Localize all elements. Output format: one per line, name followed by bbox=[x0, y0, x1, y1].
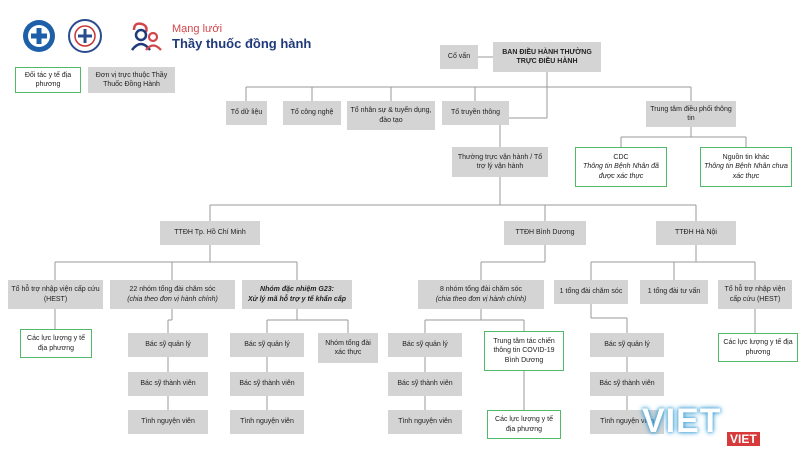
hn-center-node: TTĐH Hà Nội bbox=[656, 221, 736, 245]
hcm-hest-node: Tổ hỗ trợ nhập viện cấp cứu (HEST) bbox=[8, 280, 103, 309]
data-team-node: Tổ dữ liệu bbox=[226, 101, 267, 125]
bd-volunteer-node: Tình nguyện viên bbox=[388, 410, 462, 434]
cdc-node: CDC Thông tin Bệnh Nhân đã được xác thực bbox=[575, 147, 667, 187]
hcm-manager-node: Bác sỹ quản lý bbox=[128, 333, 208, 357]
health-ministry-logo-icon bbox=[23, 20, 55, 52]
watermark-logo: VIET bbox=[642, 402, 722, 440]
hn-manager-node: Bác sỹ quản lý bbox=[590, 333, 664, 357]
bd-center-node: TTĐH Bình Dương bbox=[504, 221, 586, 245]
legend-partner: Đối tác y tế địa phương bbox=[15, 67, 81, 93]
info-center-node: Trung tâm điều phối thông tin bbox=[646, 101, 736, 127]
hcm-local-forces-node: Các lực lượng y tế địa phương bbox=[20, 329, 92, 358]
bd-8-groups-node: 8 nhóm tổng đài chăm sóc (chia theo đơn … bbox=[418, 280, 544, 309]
g23-manager-node: Bác sỹ quản lý bbox=[230, 333, 304, 357]
g23-member-node: Bác sỹ thành viên bbox=[230, 372, 304, 396]
hr-team-node: Tổ nhân sự & tuyển dụng, đào tạo bbox=[347, 101, 435, 130]
tech-team-node: Tổ công nghệ bbox=[283, 101, 341, 125]
hn-member-node: Bác sỹ thành viên bbox=[590, 372, 664, 396]
hcm-22-groups-node: 22 nhóm tổng đài chăm sóc (chia theo đơn… bbox=[110, 280, 235, 309]
ops-node: Thường trực vận hành / Tổ trợ lý vận hàn… bbox=[452, 147, 548, 177]
g23-verify-node: Nhóm tổng đài xác thực bbox=[318, 333, 378, 363]
other-source-node: Nguồn tin khác Thông tin Bệnh Nhân chưa … bbox=[700, 147, 792, 187]
g23-node: Nhóm đặc nhiệm G23: Xử lý mã hỗ trợ y tế… bbox=[242, 280, 352, 309]
hn-care-node: 1 tổng đài chăm sóc bbox=[554, 280, 628, 304]
bd-manager-node: Bác sỹ quản lý bbox=[388, 333, 462, 357]
brand-subtitle: Mạng lưới bbox=[172, 23, 223, 35]
g23-volunteer-node: Tình nguyện viên bbox=[230, 410, 304, 434]
legend-unit: Đơn vị trực thuộc Thầy Thuốc Đồng Hành bbox=[88, 67, 175, 93]
hn-local-forces-node: Các lực lượng y tế địa phương bbox=[718, 333, 798, 362]
medical-association-logo-icon bbox=[68, 19, 102, 53]
board-node: BAN ĐIỀU HÀNH THƯỜNG TRỰC ĐIỀU HÀNH bbox=[493, 42, 601, 72]
bd-member-node: Bác sỹ thành viên bbox=[388, 372, 462, 396]
hcm-center-node: TTĐH Tp. Hồ Chí Minh bbox=[160, 221, 260, 245]
advisor-node: Cố vấn bbox=[440, 45, 478, 69]
hn-volunteer-node: Tình nguyện viên bbox=[590, 410, 664, 434]
hcm-member-node: Bác sỹ thành viên bbox=[128, 372, 208, 396]
hn-hest-node: Tổ hỗ trợ nhập viện cấp cứu (HEST) bbox=[718, 280, 792, 309]
hcm-volunteer-node: Tình nguyện viên bbox=[128, 410, 208, 434]
watermark-badge: VIET bbox=[727, 432, 760, 446]
brand-title: Thầy thuốc đồng hành bbox=[172, 36, 312, 51]
doctor-companion-logo-icon bbox=[131, 22, 162, 51]
comm-team-node: Tổ truyền thông bbox=[442, 101, 509, 125]
hn-consult-node: 1 tổng đài tư vấn bbox=[640, 280, 708, 304]
bd-covid-center-node: Trung tâm tác chiến thông tin COVID-19 B… bbox=[484, 331, 564, 371]
bd-local-forces-node: Các lực lượng y tế địa phương bbox=[487, 410, 561, 439]
